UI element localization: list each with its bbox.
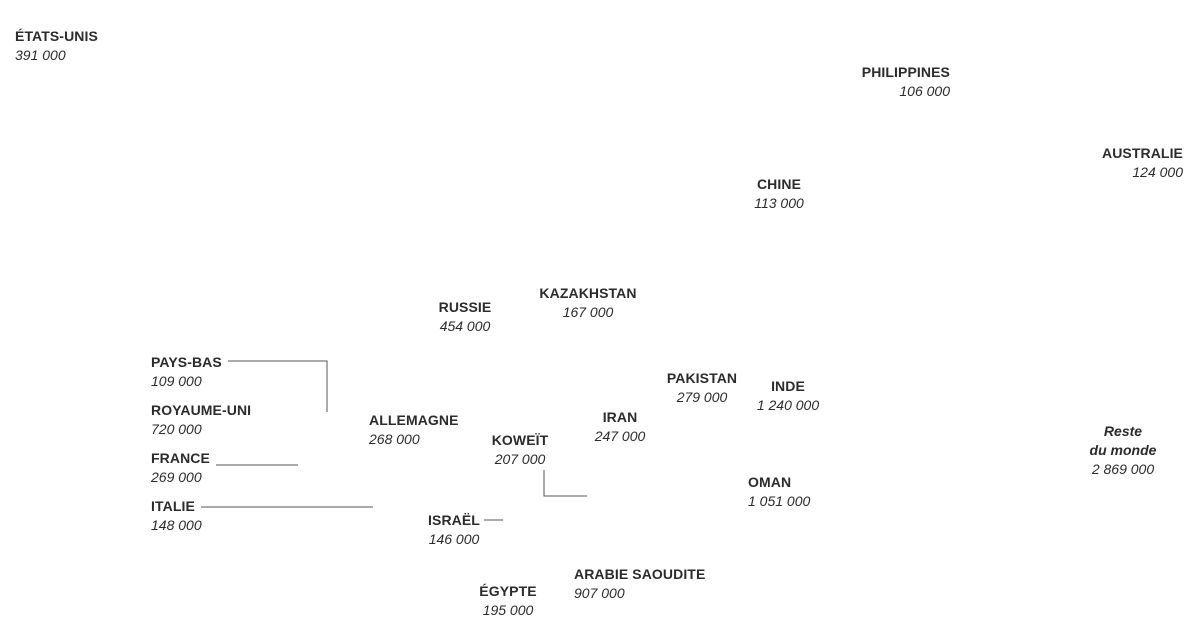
leader-line-pays-bas (228, 360, 328, 412)
country-name: ÉTATS-UNIS (15, 28, 98, 44)
country-name: AUSTRALIE (1101, 145, 1183, 161)
label-italie: ITALIE 148 000 (151, 497, 202, 535)
country-value: 269 000 (151, 469, 202, 485)
label-pays-bas: PAYS-BAS 109 000 (151, 353, 222, 391)
country-name: KAZAKHSTAN (539, 285, 637, 301)
country-name: OMAN (748, 474, 792, 490)
label-allemagne: ALLEMAGNE 268 000 (369, 411, 459, 449)
label-israel: ISRAËL 146 000 (404, 511, 504, 549)
country-name: ÉGYPTE (479, 583, 537, 599)
country-name: PHILIPPINES (861, 64, 950, 80)
country-value: 124 000 (1132, 164, 1183, 180)
country-name: KOWEÏT (491, 432, 549, 448)
label-etats-unis: ÉTATS-UNIS 391 000 (15, 27, 98, 65)
country-name: RUSSIE (438, 299, 492, 315)
country-value: 113 000 (754, 195, 804, 211)
leader-line-koweit (543, 470, 587, 497)
country-value: 279 000 (676, 389, 728, 405)
label-pakistan: PAKISTAN 279 000 (652, 369, 752, 407)
country-name: CHINE (756, 176, 802, 192)
country-value: 268 000 (369, 431, 420, 447)
label-kazakhstan: KAZAKHSTAN 167 000 (528, 284, 648, 322)
rest-name-line1: Reste (1103, 423, 1143, 439)
label-france: FRANCE 269 000 (151, 449, 210, 487)
label-philippines: PHILIPPINES 106 000 (850, 63, 950, 101)
label-australie: AUSTRALIE 124 000 (1083, 144, 1183, 182)
rest-name-line2: du monde (1089, 442, 1157, 458)
country-value: 106 000 (899, 83, 950, 99)
country-value: 1 240 000 (756, 397, 820, 413)
country-name: IRAN (602, 409, 638, 425)
country-value: 454 000 (439, 318, 491, 334)
country-name: ARABIE SAOUDITE (574, 566, 706, 582)
country-name: PAKISTAN (666, 370, 738, 386)
label-royaume-uni: ROYAUME-UNI 720 000 (151, 401, 251, 439)
country-value: 1 051 000 (748, 493, 811, 509)
label-russie: RUSSIE 454 000 (415, 298, 515, 336)
label-rest-of-world: Reste du monde 2 869 000 (1073, 422, 1173, 479)
country-value: 720 000 (151, 421, 202, 437)
country-value: 167 000 (562, 304, 614, 320)
country-name: ROYAUME-UNI (151, 402, 252, 418)
country-value: 907 000 (574, 585, 625, 601)
country-name: ISRAËL (428, 512, 480, 528)
country-value: 195 000 (482, 602, 534, 618)
country-value: 207 000 (494, 451, 546, 467)
country-value: 146 000 (428, 531, 480, 547)
country-name: INDE (771, 378, 805, 394)
label-arabie-saoudite: ARABIE SAOUDITE 907 000 (574, 565, 705, 603)
label-iran: IRAN 247 000 (570, 408, 670, 446)
label-inde: INDE 1 240 000 (738, 377, 838, 415)
country-name: ITALIE (151, 498, 195, 514)
country-value: 109 000 (151, 373, 202, 389)
country-name: FRANCE (151, 450, 210, 466)
country-name: PAYS-BAS (151, 354, 222, 370)
country-value: 247 000 (594, 428, 646, 444)
label-egypte: ÉGYPTE 195 000 (458, 582, 558, 620)
country-value: 148 000 (151, 517, 202, 533)
label-koweit: KOWEÏT 207 000 (470, 431, 570, 469)
label-oman: OMAN 1 051 000 (748, 473, 810, 511)
country-value: 391 000 (15, 47, 66, 63)
rest-value: 2 869 000 (1091, 461, 1155, 477)
country-name: ALLEMAGNE (369, 412, 459, 428)
label-chine: CHINE 113 000 (729, 175, 829, 213)
